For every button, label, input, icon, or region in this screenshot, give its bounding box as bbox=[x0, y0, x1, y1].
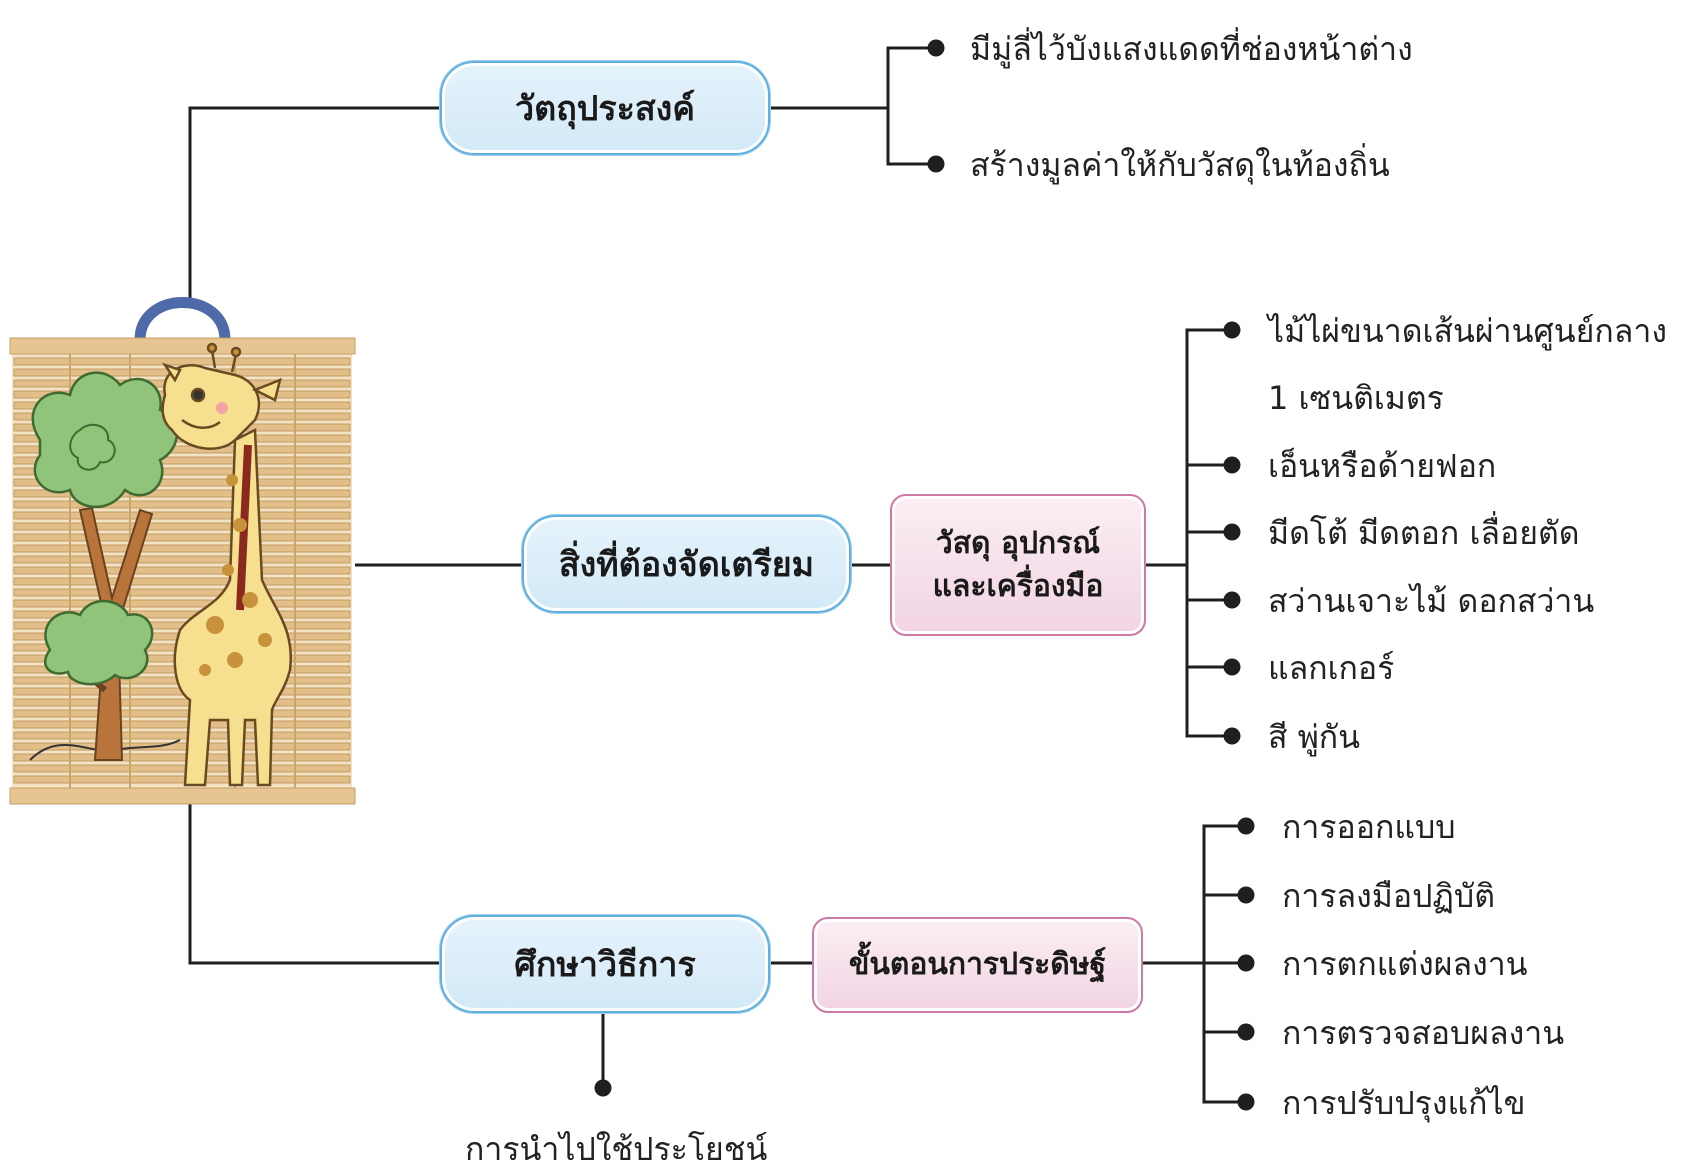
bamboo-slat bbox=[13, 555, 351, 564]
bamboo-slat bbox=[13, 588, 351, 597]
hanger-icon bbox=[134, 297, 231, 341]
bullet-dot bbox=[1223, 591, 1241, 609]
bullet-dot bbox=[1237, 886, 1255, 904]
step-item: การออกแบบ bbox=[1282, 808, 1456, 846]
bamboo-slat bbox=[13, 577, 351, 586]
bamboo-slat bbox=[13, 698, 351, 707]
bamboo-slat bbox=[13, 599, 351, 608]
materials-node-line2: และเครื่องมือ bbox=[932, 569, 1104, 604]
step-item: การตกแต่งผลงาน bbox=[1282, 945, 1528, 983]
bamboo-slat bbox=[13, 764, 351, 773]
bullet-dot bbox=[1237, 1023, 1255, 1041]
materials-node: วัสดุ อุปกรณ์ และเครื่องมือ bbox=[890, 494, 1146, 636]
bullet-dot bbox=[1237, 1093, 1255, 1111]
bamboo-slat bbox=[13, 566, 351, 575]
bullet-dot bbox=[1223, 456, 1241, 474]
bamboo-slat bbox=[13, 445, 351, 454]
bamboo-slat bbox=[13, 357, 351, 366]
bamboo-slat bbox=[13, 489, 351, 498]
bullet-dot bbox=[1237, 817, 1255, 835]
steps-node: ขั้นตอนการประดิษฐ์ bbox=[812, 917, 1143, 1013]
material-item: สี พู่กัน bbox=[1268, 718, 1361, 756]
bamboo-slat bbox=[13, 544, 351, 553]
bamboo-slat bbox=[13, 709, 351, 718]
step-item: การลงมือปฏิบัติ bbox=[1282, 877, 1495, 915]
objective-item: สร้างมูลค่าให้กับวัสดุในท้องถิ่น bbox=[970, 146, 1390, 184]
step-item: การปรับปรุงแก้ไข bbox=[1282, 1084, 1526, 1122]
material-item: ไม้ไผ่ขนาดเส้นผ่านศูนย์กลาง bbox=[1268, 312, 1667, 350]
bamboo-slat bbox=[13, 467, 351, 476]
bamboo-slat bbox=[13, 478, 351, 487]
preparation-node: สิ่งที่ต้องจัดเตรียม bbox=[522, 515, 851, 613]
bullet-dot bbox=[1237, 954, 1255, 972]
bamboo-slat bbox=[13, 731, 351, 740]
material-item: มีดโต้ มีดตอก เลื่อยตัด bbox=[1268, 514, 1580, 552]
material-item: แลกเกอร์ bbox=[1268, 649, 1395, 687]
usage-item: การนำไปใช้ประโยชน์ bbox=[465, 1130, 768, 1168]
bullet-dot bbox=[927, 155, 945, 173]
tree-icon bbox=[31, 371, 179, 761]
bullet-dot bbox=[927, 39, 945, 57]
method-node: ศึกษาวิธีการ bbox=[440, 915, 770, 1013]
material-item: สว่านเจาะไม้ ดอกสว่าน bbox=[1268, 582, 1595, 620]
objective-item: มีมู่ลี่ไว้บังแสงแดดที่ช่องหน้าต่าง bbox=[970, 30, 1413, 68]
bullet-dot bbox=[1223, 727, 1241, 745]
bamboo-slat bbox=[13, 775, 351, 784]
material-item: 1 เซนติเมตร bbox=[1268, 379, 1444, 417]
bamboo-blind-illustration bbox=[9, 297, 356, 805]
objective-node: วัตถุประสงค์ bbox=[440, 61, 770, 155]
bamboo-slat bbox=[13, 533, 351, 542]
bamboo-slat bbox=[13, 720, 351, 729]
step-item: การตรวจสอบผลงาน bbox=[1282, 1014, 1565, 1052]
bamboo-slat bbox=[13, 511, 351, 520]
bamboo-slat bbox=[13, 610, 351, 619]
bamboo-slat bbox=[13, 456, 351, 465]
bullet-dot bbox=[1223, 321, 1241, 339]
material-item: เอ็นหรือด้ายฟอก bbox=[1268, 447, 1497, 485]
bullet-dot bbox=[1223, 658, 1241, 676]
bullet-dot bbox=[594, 1079, 612, 1097]
bamboo-slat bbox=[13, 753, 351, 762]
materials-node-line1: วัสดุ อุปกรณ์ bbox=[935, 525, 1101, 561]
giraffe-icon bbox=[161, 342, 293, 787]
bamboo-slat bbox=[13, 500, 351, 509]
bamboo-slat bbox=[13, 522, 351, 531]
bullet-dot bbox=[1223, 523, 1241, 541]
bamboo-slat bbox=[13, 742, 351, 751]
